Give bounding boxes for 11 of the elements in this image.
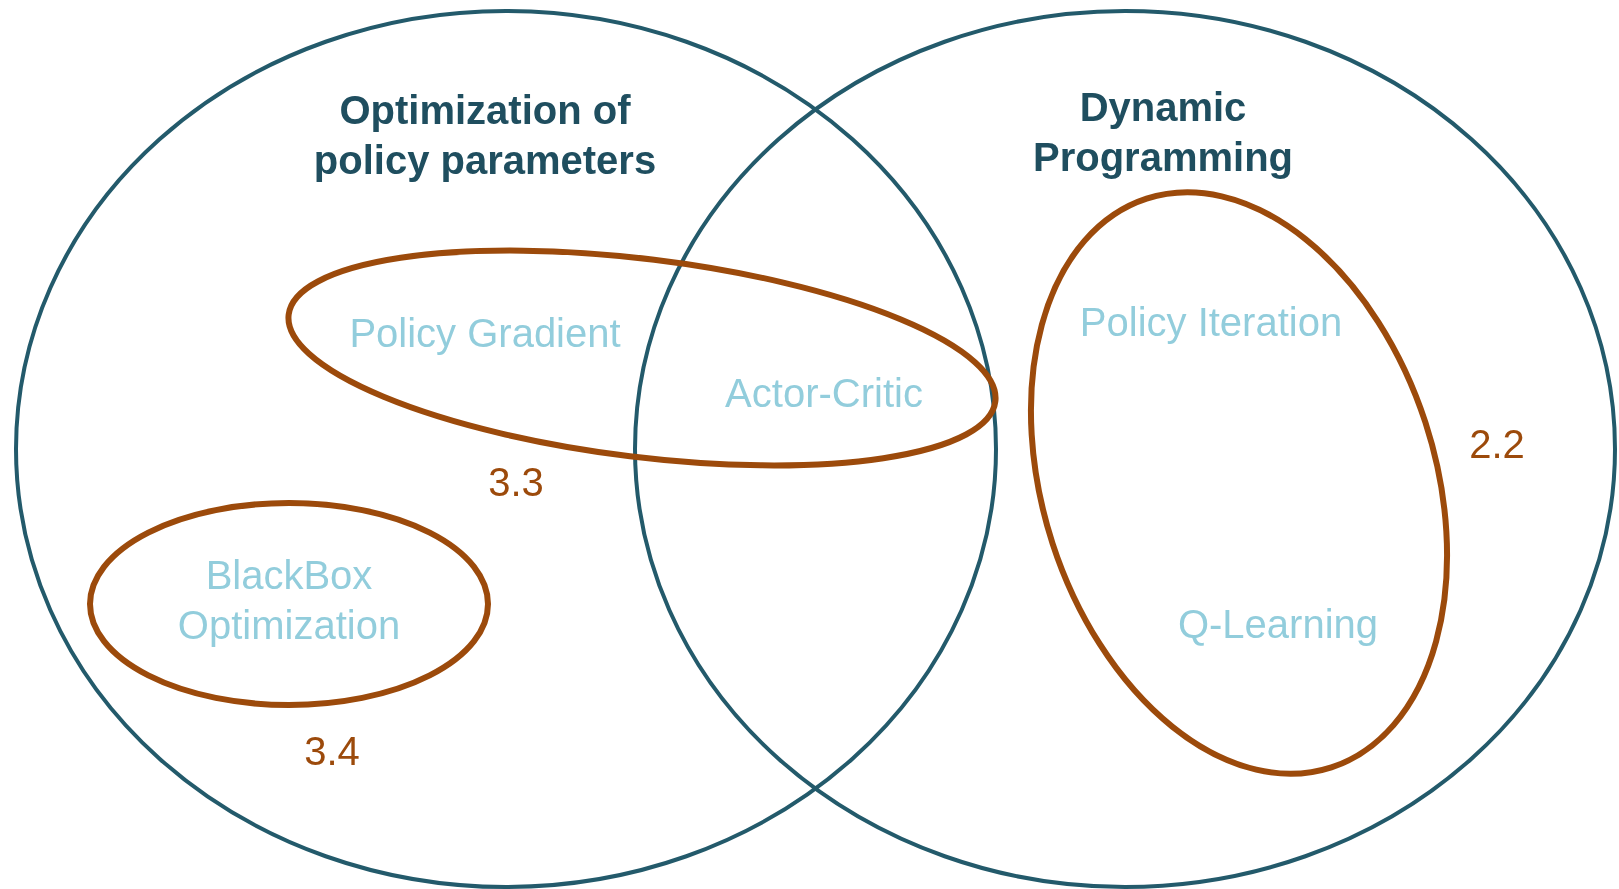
method-label: Policy Iteration [1079, 299, 1343, 346]
method-label: Q-Learning [1177, 601, 1379, 648]
set-title: Optimization of policy parameters [312, 87, 658, 184]
section-number: 2.2 [1469, 421, 1525, 468]
section-number: 3.4 [304, 728, 360, 775]
set-title: Dynamic Programming [1031, 84, 1294, 181]
method-label: Actor-Critic [725, 370, 923, 417]
method-label: BlackBox Optimization [176, 552, 402, 649]
method-label: Policy Gradient [349, 310, 621, 357]
section-number: 3.3 [488, 459, 544, 506]
set-ellipse [14, 8, 998, 888]
